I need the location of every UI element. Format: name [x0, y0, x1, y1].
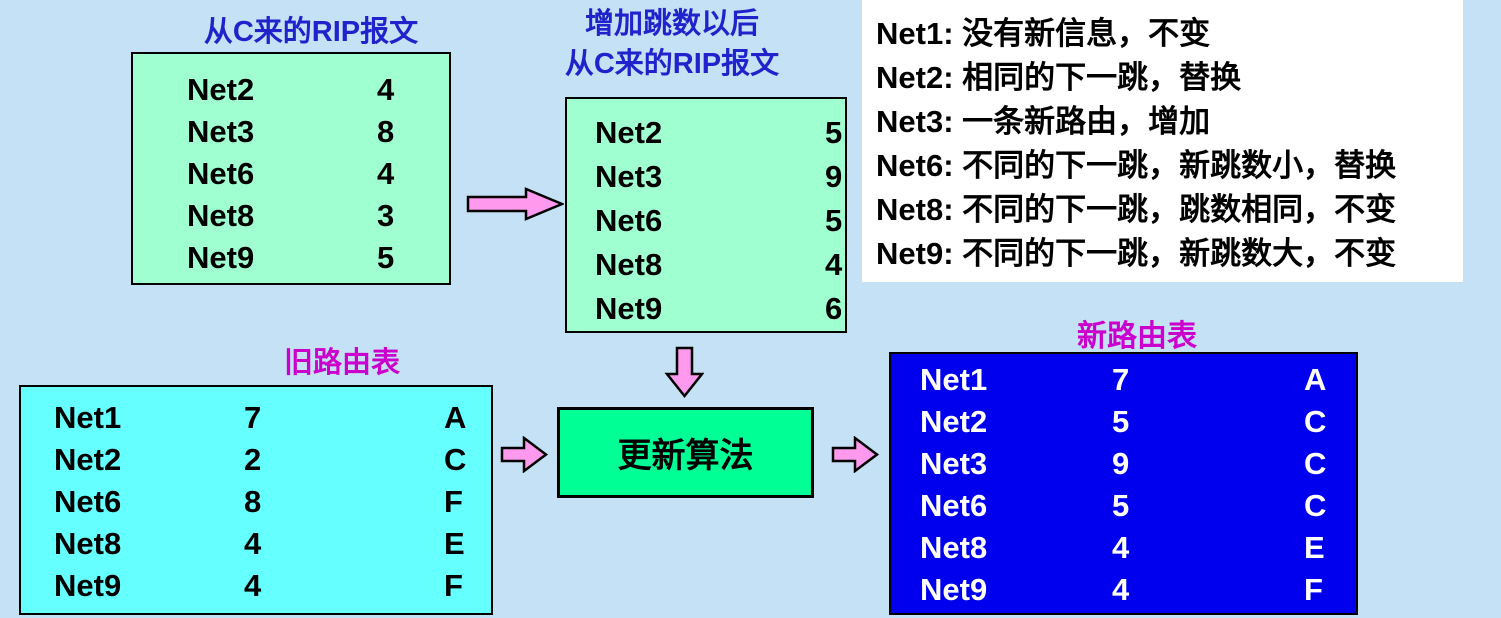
hops-value: 5	[377, 240, 395, 275]
net-label: Net2	[54, 442, 122, 477]
net-label: Net9	[920, 572, 988, 607]
hops-value: 5	[825, 115, 843, 150]
hops-value: 3	[377, 198, 395, 233]
next-hop-value: A	[1304, 362, 1327, 397]
hops-value: 7	[1112, 362, 1130, 397]
table-row: Net9 4 F	[920, 569, 1356, 611]
next-hop-value: C	[444, 442, 467, 477]
table-row: Net6 8 F	[54, 481, 491, 523]
arrow-right-icon	[466, 187, 564, 221]
arrow-right-icon	[831, 436, 879, 473]
rip-incremented-title-line2: 从C来的RIP报文	[564, 48, 780, 80]
next-hop-value: E	[444, 526, 465, 561]
update-rules-panel: Net1: 没有新信息，不变 Net2: 相同的下一跳，替换 Net3: 一条新…	[862, 0, 1463, 282]
net-label: Net3	[595, 159, 663, 194]
rip-from-c-title: 从C来的RIP报文	[203, 16, 419, 48]
next-hop-value: F	[444, 568, 463, 603]
rule-net8: Net8: 不同的下一跳，跳数相同，不变	[876, 192, 1397, 227]
table-row: Net3 9 C	[920, 443, 1356, 485]
table-row: Net2 5 C	[920, 401, 1356, 443]
hops-value: 6	[825, 291, 843, 326]
table-row: Net6 5	[595, 199, 845, 243]
net-label: Net8	[920, 530, 988, 565]
table-row: Net2 2 C	[54, 439, 491, 481]
table-row: Net8 4 E	[54, 523, 491, 565]
next-hop-value: C	[1304, 488, 1327, 523]
rule-net9: Net9: 不同的下一跳，新跳数大，不变	[876, 236, 1397, 271]
net-label: Net1	[920, 362, 988, 397]
table-row: Net8 4	[595, 243, 845, 287]
hops-value: 5	[825, 203, 843, 238]
hops-value: 8	[244, 484, 262, 519]
hops-value: 4	[244, 526, 262, 561]
table-row: Net2 5	[595, 111, 845, 155]
net-label: Net8	[595, 247, 663, 282]
net-label: Net6	[54, 484, 122, 519]
net-label: Net3	[920, 446, 988, 481]
net-label: Net9	[595, 291, 663, 326]
net-label: Net2	[187, 72, 255, 107]
hops-value: 5	[1112, 488, 1130, 523]
net-label: Net9	[54, 568, 122, 603]
rule-net2: Net2: 相同的下一跳，替换	[876, 60, 1242, 95]
next-hop-value: F	[444, 484, 463, 519]
rule-net1: Net1: 没有新信息，不变	[876, 16, 1211, 51]
next-hop-value: C	[1304, 446, 1327, 481]
hops-value: 4	[825, 247, 843, 282]
next-hop-value: F	[1304, 572, 1323, 607]
hops-value: 4	[377, 156, 395, 191]
table-row: Net9 6	[595, 287, 845, 331]
hops-value: 2	[244, 442, 262, 477]
table-row: Net8 4 E	[920, 527, 1356, 569]
table-row: Net9 4 F	[54, 565, 491, 607]
net-label: Net2	[920, 404, 988, 439]
hops-value: 9	[825, 159, 843, 194]
next-hop-value: C	[1304, 404, 1327, 439]
net-label: Net3	[187, 114, 255, 149]
rip-incremented-title: 增加跳数以后 从C来的RIP报文	[512, 4, 832, 84]
hops-value: 7	[244, 400, 262, 435]
next-hop-value: E	[1304, 530, 1325, 565]
net-label: Net9	[187, 240, 255, 275]
update-algorithm-label: 更新算法	[617, 437, 754, 475]
hops-value: 4	[1112, 530, 1130, 565]
net-label: Net8	[54, 526, 122, 561]
net-label: Net6	[187, 156, 255, 191]
hops-value: 9	[1112, 446, 1130, 481]
net-label: Net6	[595, 203, 663, 238]
hops-value: 5	[1112, 404, 1130, 439]
table-row: Net3 9	[595, 155, 845, 199]
hops-value: 4	[244, 568, 262, 603]
hops-value: 4	[377, 72, 395, 107]
table-row: Net3 8	[187, 111, 449, 153]
rule-net3: Net3: 一条新路由，增加	[876, 104, 1211, 139]
table-row: Net8 3	[187, 195, 449, 237]
arrow-down-icon	[664, 346, 704, 399]
next-hop-value: A	[444, 400, 467, 435]
net-label: Net8	[187, 198, 255, 233]
net-label: Net6	[920, 488, 988, 523]
rip-incremented-title-line1: 增加跳数以后	[584, 8, 759, 40]
update-algorithm-box: 更新算法	[557, 407, 814, 498]
rip-from-c-table: Net2 4 Net3 8 Net6 4 Net8 3 Net9 5	[131, 52, 451, 285]
rule-net6: Net6: 不同的下一跳，新跳数小，替换	[876, 148, 1397, 183]
table-row: Net6 5 C	[920, 485, 1356, 527]
hops-value: 8	[377, 114, 395, 149]
table-row: Net2 4	[187, 69, 449, 111]
new-table-title: 新路由表	[1077, 320, 1197, 353]
arrow-right-icon	[500, 436, 548, 473]
net-label: Net2	[595, 115, 663, 150]
table-row: Net1 7 A	[920, 359, 1356, 401]
rip-incremented-table: Net2 5 Net3 9 Net6 5 Net8 4 Net9 6	[565, 97, 847, 333]
hops-value: 4	[1112, 572, 1130, 607]
table-row: Net1 7 A	[54, 397, 491, 439]
table-row: Net6 4	[187, 153, 449, 195]
net-label: Net1	[54, 400, 122, 435]
old-table-title: 旧路由表	[283, 347, 400, 379]
table-row: Net9 5	[187, 237, 449, 279]
